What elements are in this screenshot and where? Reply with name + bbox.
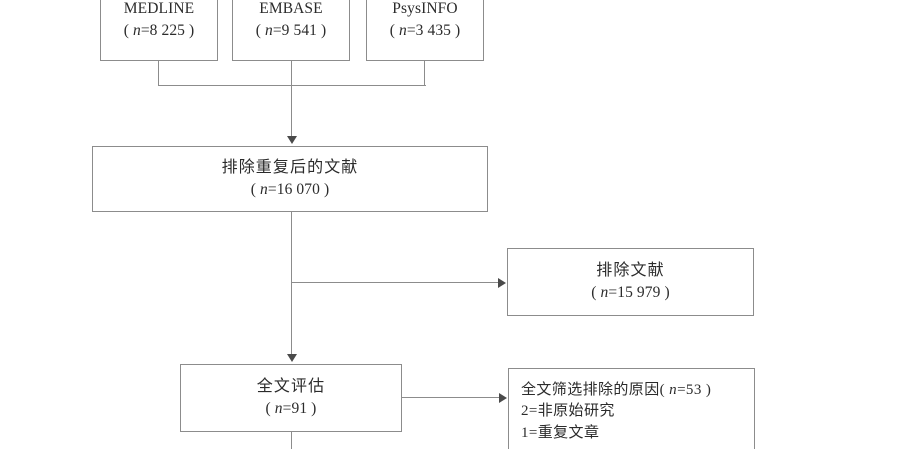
arrowhead-to-dedup — [287, 136, 297, 144]
paren-open: ( — [250, 181, 261, 199]
deduplicated-count: ( n=16 070 ) — [251, 179, 329, 201]
arrowhead-to-excluded — [498, 278, 506, 288]
connector-dedup-to-fulltext — [291, 212, 293, 356]
paren-open: ( — [255, 21, 265, 39]
connector-psysinfo-stem — [424, 61, 426, 86]
source-name-psysinfo: PsysINFO — [392, 0, 458, 17]
heading-prefix: 全文筛选排除的原因( — [521, 382, 670, 398]
source-box-medline: MEDLINE ( n=8 225 ) — [100, 0, 218, 61]
heading-value: =53 — [677, 382, 702, 398]
connector-fulltext-down — [291, 432, 293, 449]
paren-close: ) — [660, 284, 670, 302]
arrowhead-to-fulltext — [287, 354, 297, 362]
paren-close: ) — [307, 400, 317, 418]
paren-close: ) — [319, 181, 330, 199]
source-count-medline: ( n=8 225 ) — [124, 20, 195, 42]
excluded-records-box: 排除文献 ( n=15 979 ) — [507, 248, 754, 316]
connector-branch-to-excluded — [291, 282, 499, 284]
connector-medline-stem — [158, 61, 160, 86]
count-value: =91 — [282, 400, 308, 418]
deduplicated-records-box: 排除重复后的文献 ( n=16 070 ) — [92, 146, 488, 212]
excluded-records-count: ( n=15 979 ) — [591, 282, 669, 304]
excluded-records-label: 排除文献 — [596, 261, 665, 279]
n-symbol: n — [398, 21, 407, 39]
source-name-embase: EMBASE — [259, 0, 323, 17]
paren-close: ) — [185, 21, 195, 39]
exclusion-reason-item: 1=重复文章 — [521, 424, 600, 441]
exclusion-reason-item: 2=非原始研究 — [521, 403, 615, 420]
paren-open: ( — [389, 21, 399, 39]
connector-merge-to-dedup — [291, 85, 293, 138]
fulltext-assessed-label: 全文评估 — [256, 377, 326, 395]
source-name-medline: MEDLINE — [123, 0, 195, 17]
source-count-embase: ( n=9 541 ) — [256, 20, 327, 42]
n-symbol: n — [600, 284, 609, 302]
connector-embase-stem — [291, 61, 293, 86]
fulltext-assessed-box: 全文评估 ( n=91 ) — [180, 364, 402, 432]
deduplicated-label: 排除重复后的文献 — [221, 158, 359, 176]
exclusion-reasons-box: 全文筛选排除的原因( n=53 ) 2=非原始研究 1=重复文章 — [508, 368, 755, 449]
n-symbol: n — [264, 21, 273, 39]
n-symbol: n — [132, 21, 141, 39]
paren-close: ) — [317, 21, 327, 39]
source-box-embase: EMBASE ( n=9 541 ) — [232, 0, 350, 61]
count-value: =15 979 — [608, 284, 661, 302]
paren-open: ( — [591, 284, 601, 302]
count-value: =3 435 — [406, 21, 452, 39]
source-count-psysinfo: ( n=3 435 ) — [390, 20, 461, 42]
source-box-psysinfo: PsysINFO ( n=3 435 ) — [366, 0, 484, 61]
connector-fulltext-to-reasons — [402, 397, 500, 399]
n-symbol: n — [260, 181, 268, 199]
heading-suffix: ) — [701, 382, 712, 398]
paren-open: ( — [123, 21, 133, 39]
n-symbol: n — [274, 400, 283, 418]
paren-close: ) — [451, 21, 461, 39]
fulltext-assessed-count: ( n=91 ) — [266, 398, 317, 420]
count-value: =8 225 — [140, 21, 186, 39]
arrowhead-to-reasons — [499, 393, 507, 403]
paren-open: ( — [265, 400, 275, 418]
count-value: =16 070 — [267, 181, 320, 199]
n-symbol: n — [669, 382, 678, 398]
exclusion-reasons-heading: 全文筛选排除的原因( n=53 ) — [521, 380, 711, 401]
count-value: =9 541 — [272, 21, 318, 39]
